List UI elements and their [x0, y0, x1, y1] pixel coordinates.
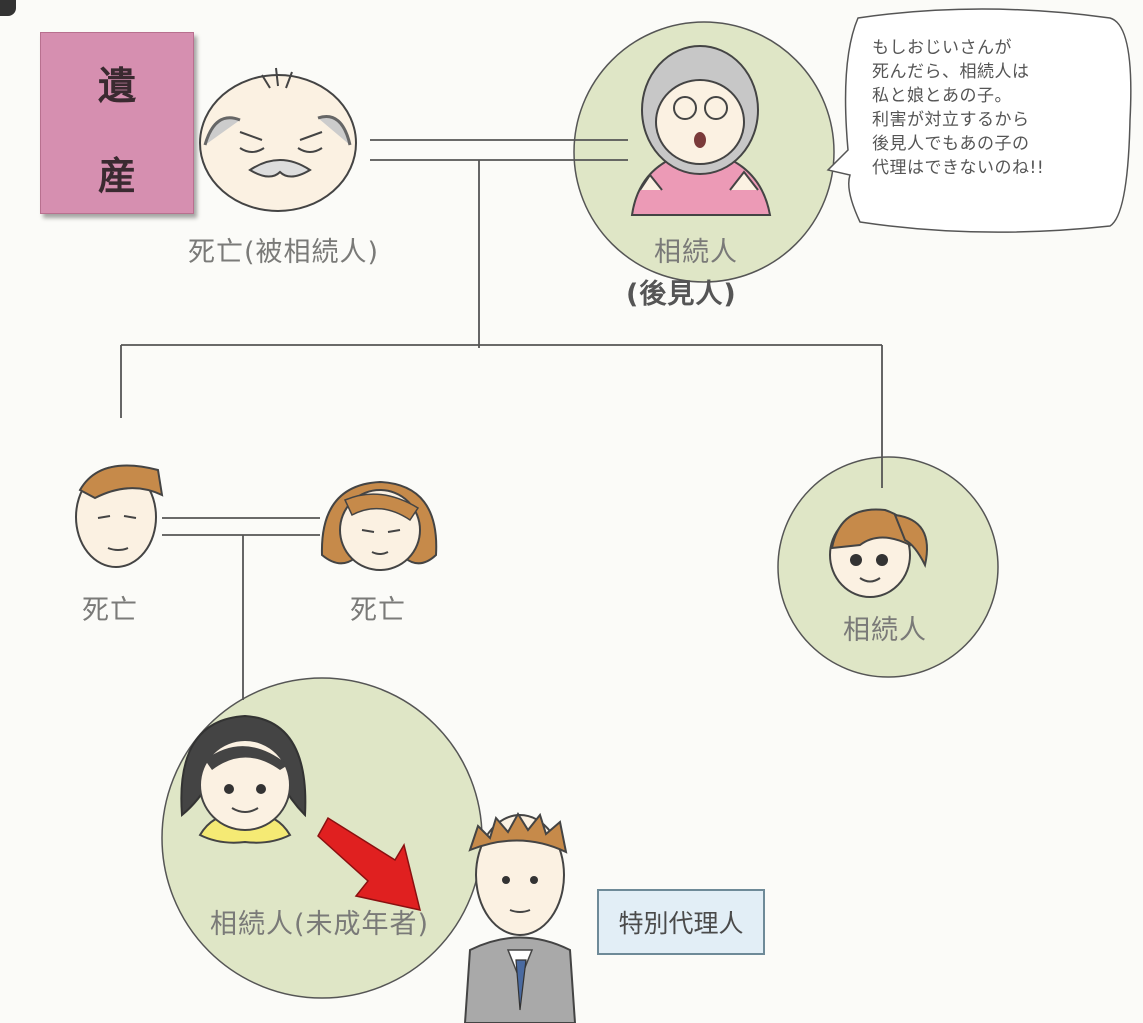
bubble-line: もしおじいさんが	[872, 38, 1012, 58]
grandmother-figure	[630, 45, 772, 216]
grandfather-label: 死亡(被相続人)	[188, 237, 380, 268]
estate-char-2: 産	[97, 153, 136, 198]
speech-bubble-text: もしおじいさんが 死んだら、相続人は 私と娘とあの子。 利害が対立するから 後見…	[872, 36, 1107, 180]
bubble-line: 代理はできないのね!!	[872, 158, 1045, 178]
marriage-line-grandparents	[370, 139, 628, 161]
bubble-line: 利害が対立するから	[872, 110, 1030, 130]
mother-face	[320, 480, 438, 571]
father-label: 死亡	[82, 595, 138, 626]
special-agent-label: 特別代理人	[618, 909, 744, 938]
special-agent-figure	[463, 812, 577, 1023]
mother-label: 死亡	[350, 595, 406, 626]
grandmother-sublabel: (後見人)	[626, 279, 737, 310]
grandmother-label: 相続人	[654, 237, 738, 268]
estate-char-1: 遺	[97, 63, 136, 108]
grandchild-figure	[180, 714, 307, 844]
father-face	[75, 464, 164, 568]
red-arrow	[317, 816, 422, 911]
grandfather-face	[199, 67, 357, 212]
descent-lines	[120, 160, 883, 700]
corner-tab	[0, 0, 16, 16]
special-agent-box: 特別代理人	[597, 889, 765, 955]
grandchild-label: 相続人(未成年者)	[210, 909, 430, 940]
speech-bubble	[826, 8, 1132, 233]
bubble-line: 後見人でもあの子の	[872, 134, 1030, 154]
bubble-line: 私と娘とあの子。	[872, 86, 1012, 106]
estate-box: 遺 産	[40, 32, 194, 214]
bubble-line: 死んだら、相続人は	[872, 62, 1030, 82]
daughter-face	[829, 508, 928, 598]
daughter-label: 相続人	[843, 615, 927, 646]
